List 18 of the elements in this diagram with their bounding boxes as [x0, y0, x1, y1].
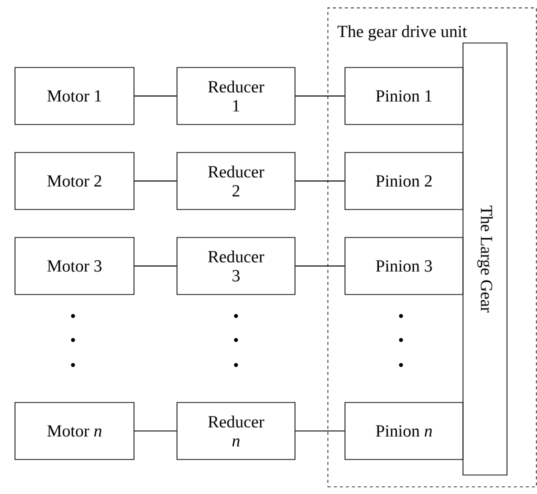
- reducer-box: Reducer 1: [176, 67, 296, 125]
- connector-line: [294, 430, 346, 432]
- reducer-box: Reducer n: [176, 402, 296, 460]
- pinion-box: Pinion 2: [344, 152, 464, 210]
- pinion-box: Pinion 3: [344, 237, 464, 295]
- motor-box: Motor n: [14, 402, 134, 460]
- motor-box: Motor 2: [14, 152, 134, 210]
- pinion-box: Pinion 1: [344, 67, 464, 125]
- reducer-box: Reducer 3: [176, 237, 296, 295]
- connector-line: [294, 180, 346, 182]
- unit-title: The gear drive unit: [338, 25, 467, 41]
- pinion-box: Pinion n: [344, 402, 464, 460]
- connector-line: [134, 430, 178, 432]
- connector-line: [134, 180, 178, 182]
- reducer-box: Reducer 2: [176, 152, 296, 210]
- motor-box: Motor 3: [14, 237, 134, 295]
- large-gear-bar: The Large Gear: [462, 42, 508, 476]
- motor-box: Motor 1: [14, 67, 134, 125]
